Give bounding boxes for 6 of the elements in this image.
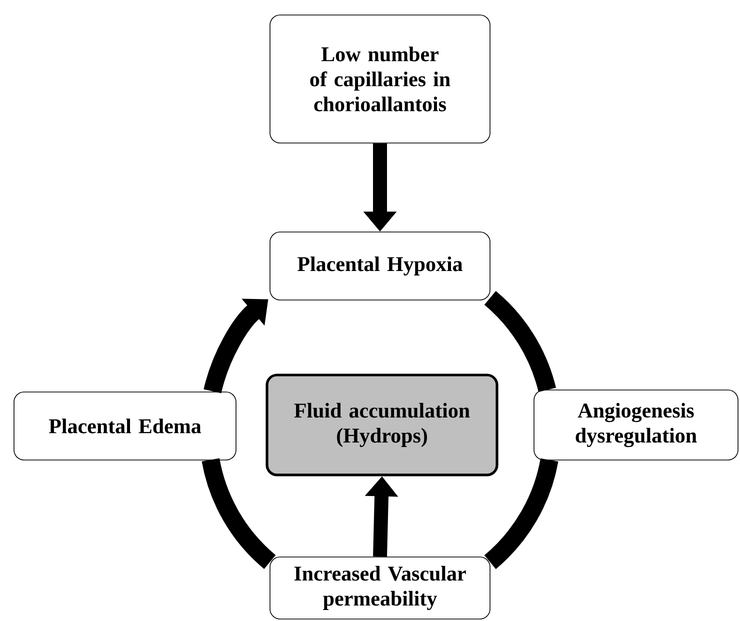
process-box: Placental Edema <box>14 392 236 460</box>
process-box: Fluid accumulation (Hydrops) <box>266 374 498 476</box>
process-box: Angiogenesis dysregulation <box>534 390 738 460</box>
process-box: Placental Hypoxia <box>270 232 490 300</box>
process-box: Low number of capillaries in chorioallantois <box>270 14 490 144</box>
process-box: Increased Vascular permeability <box>270 556 490 620</box>
